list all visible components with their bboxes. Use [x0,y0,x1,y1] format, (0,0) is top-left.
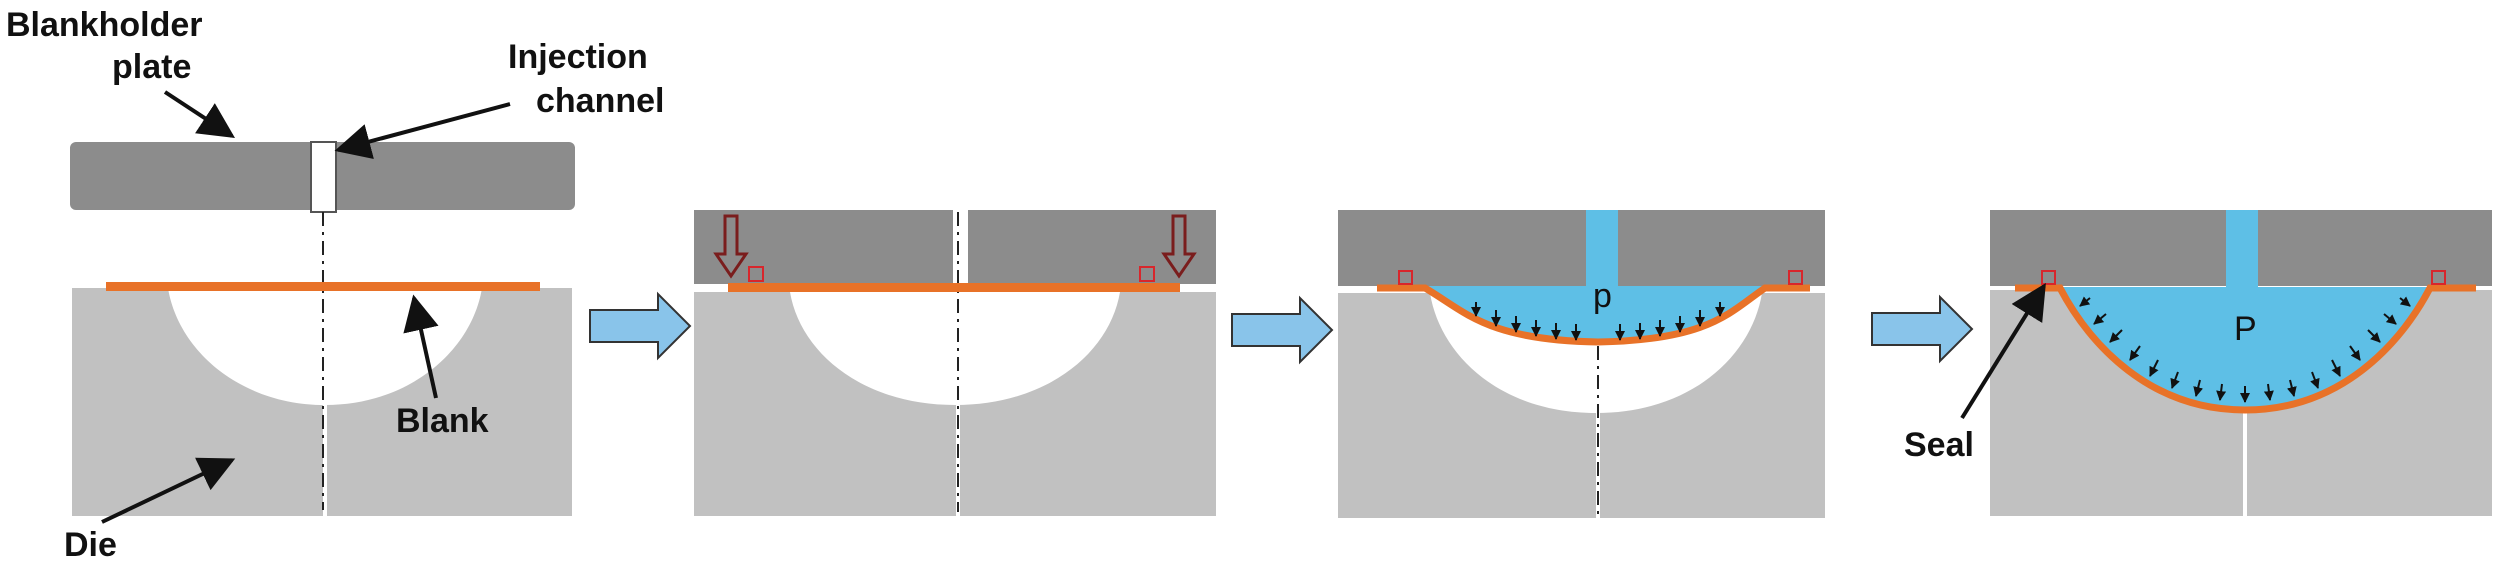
pressure-arrows [1471,302,1725,341]
label-die: Die [64,526,117,564]
process-step-arrow-icon [589,291,692,361]
pressure-arrow-icon [2216,383,2227,401]
seal-marker-icon [1139,266,1155,282]
leader-blank [403,294,439,399]
leader-injection [334,102,511,160]
stage-4-annotations: Seal [1904,282,2046,464]
deforming-blank [1377,284,1810,346]
pressure-arrow-icon [2286,379,2297,397]
label-pressure-low: p [1593,277,1612,315]
pressure-arrow-icon [2093,313,2107,325]
label-seal: Seal [1904,426,1974,464]
process-step-arrow-icon [1871,294,1974,364]
die [1990,290,2492,516]
blank-sheet [728,283,1180,292]
label-blankholder-line2: plate [112,48,191,86]
pressure-arrow-icon [2383,313,2397,325]
seal-marker-icon [2431,270,2446,285]
injection-channel [310,141,337,213]
stage-2-clamping [694,210,1216,516]
stage-4-full-pressure-forming: P [1990,210,2492,516]
pressure-arrow-icon [2170,371,2180,389]
seal-marker-icon [748,266,764,282]
blankholder-plate-right [968,210,1216,284]
pressure-arrow-icon [2109,329,2123,343]
clamping-force-arrow-icon [1161,214,1197,279]
stage-1-open-tool [70,141,575,516]
die [1338,293,1825,518]
clamping-force-arrow-icon [713,214,749,279]
leader-seal [1960,282,2046,420]
seal-marker-icon [2041,270,2056,285]
pressure-arrow-icon [2331,359,2341,377]
seal-marker-icon [1788,270,1803,285]
pressure-arrow-icon [2367,329,2381,343]
label-injection-line2: channel [536,82,664,120]
pressure-arrows [2079,296,2411,403]
formed-blank [2015,284,2476,414]
die [694,292,1216,516]
leader-blankholder [163,90,236,138]
process-step-arrow-icon [1231,295,1334,365]
pressure-arrow-icon [2349,345,2361,361]
label-injection-line1: Injection [508,38,648,76]
pressure-arrow-icon [2193,379,2204,397]
pressure-arrow-icon [2310,371,2320,389]
pressure-arrow-icon [2149,359,2159,377]
pressure-arrow-icon [2399,296,2411,307]
label-pressure-high: P [2234,310,2257,348]
leader-die [101,457,236,524]
pressure-arrow-icon [2263,383,2274,401]
blankholder-plate [1338,210,1825,286]
stage-1-annotations: Blankholder plate Injection channel Blan… [6,6,664,564]
pressure-arrow-icon [2129,345,2141,361]
pressure-arrow-icon [2079,296,2091,307]
fluid-injection-channel [1586,210,1618,288]
label-blankholder-line1: Blankholder [6,6,202,44]
blank-sheet [106,282,540,291]
pressurized-fluid [2060,287,2430,410]
stage-3-low-pressure-forming: p [1338,210,1825,518]
fluid-injection-channel [2226,210,2258,288]
seal-marker-icon [1398,270,1413,285]
label-blank: Blank [396,402,489,440]
